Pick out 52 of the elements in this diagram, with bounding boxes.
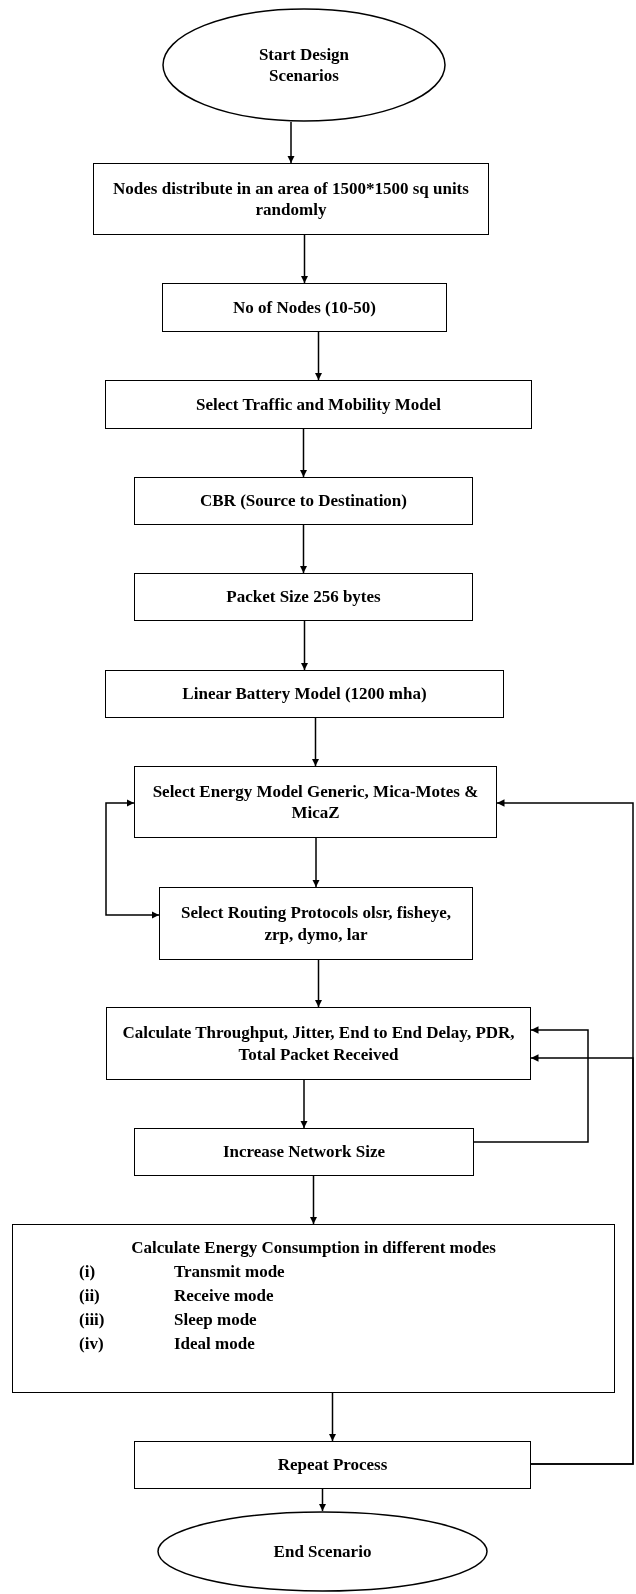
process-box	[12, 1224, 615, 1393]
list-numeral: (iii)	[79, 1309, 106, 1332]
box-label: No of Nodes (10-50)	[232, 296, 377, 319]
box-label: Select Routing Protocols olsr, fisheye, zrp, dymo, lar	[179, 902, 453, 945]
process-box	[105, 380, 532, 429]
terminal-label: Start Design Scenarios	[257, 43, 351, 87]
arrow	[318, 1488, 327, 1512]
arrow	[530, 1054, 634, 1465]
process-box	[105, 670, 504, 718]
list-item: Receive mode	[174, 1285, 275, 1308]
terminal-label: End Scenario	[272, 1540, 373, 1563]
list-item: Transmit mode	[174, 1261, 285, 1284]
process-box	[93, 163, 489, 235]
arrow	[300, 234, 309, 284]
arrow	[300, 1079, 308, 1129]
arrow	[300, 620, 309, 671]
arrow	[311, 717, 320, 767]
box-label: Select Energy Model Generic, Mica-Motes & MicaZ	[151, 780, 480, 824]
arrow	[473, 1026, 589, 1143]
terminal-ellipse	[162, 8, 446, 122]
process-box	[162, 283, 447, 332]
process-box	[134, 766, 497, 838]
box-label: Packet Size 256 bytes	[226, 586, 381, 608]
terminal-ellipse	[157, 1511, 488, 1592]
process-box	[134, 1128, 474, 1176]
arrow	[299, 524, 308, 574]
box-label: Select Traffic and Mobility Model	[196, 393, 441, 416]
arrow	[314, 959, 323, 1008]
arrow	[314, 331, 323, 381]
box-heading: Calculate Energy Consumption in different modes	[131, 1237, 496, 1259]
process-box	[134, 573, 473, 621]
box-label: CBR (Source to Destination)	[200, 490, 407, 512]
list-numeral: (i)	[79, 1261, 97, 1284]
list-numeral: (iv)	[79, 1333, 105, 1356]
list-numeral: (ii)	[79, 1285, 101, 1308]
arrow	[328, 1392, 337, 1442]
box-label: Nodes distribute in an area of 1500*1500 sq units randomly	[112, 177, 470, 221]
box-label: Increase Network Size	[222, 1141, 386, 1163]
process-box	[106, 1007, 531, 1080]
box-label: Calculate Throughput, Jitter, End to End Delay, PDR, Total Packet Received	[121, 1022, 516, 1065]
arrow	[299, 428, 308, 478]
process-box	[134, 477, 473, 525]
arrow	[309, 1175, 318, 1225]
process-box	[134, 1441, 531, 1489]
box-label: Linear Battery Model (1200 mha)	[182, 683, 427, 705]
arrow	[312, 837, 320, 888]
arrow	[105, 799, 160, 919]
box-label: Repeat Process	[277, 1454, 388, 1476]
list-item: Sleep mode	[174, 1309, 258, 1332]
process-box	[159, 887, 473, 960]
list-item: Ideal mode	[174, 1333, 256, 1356]
arrow	[287, 121, 295, 164]
